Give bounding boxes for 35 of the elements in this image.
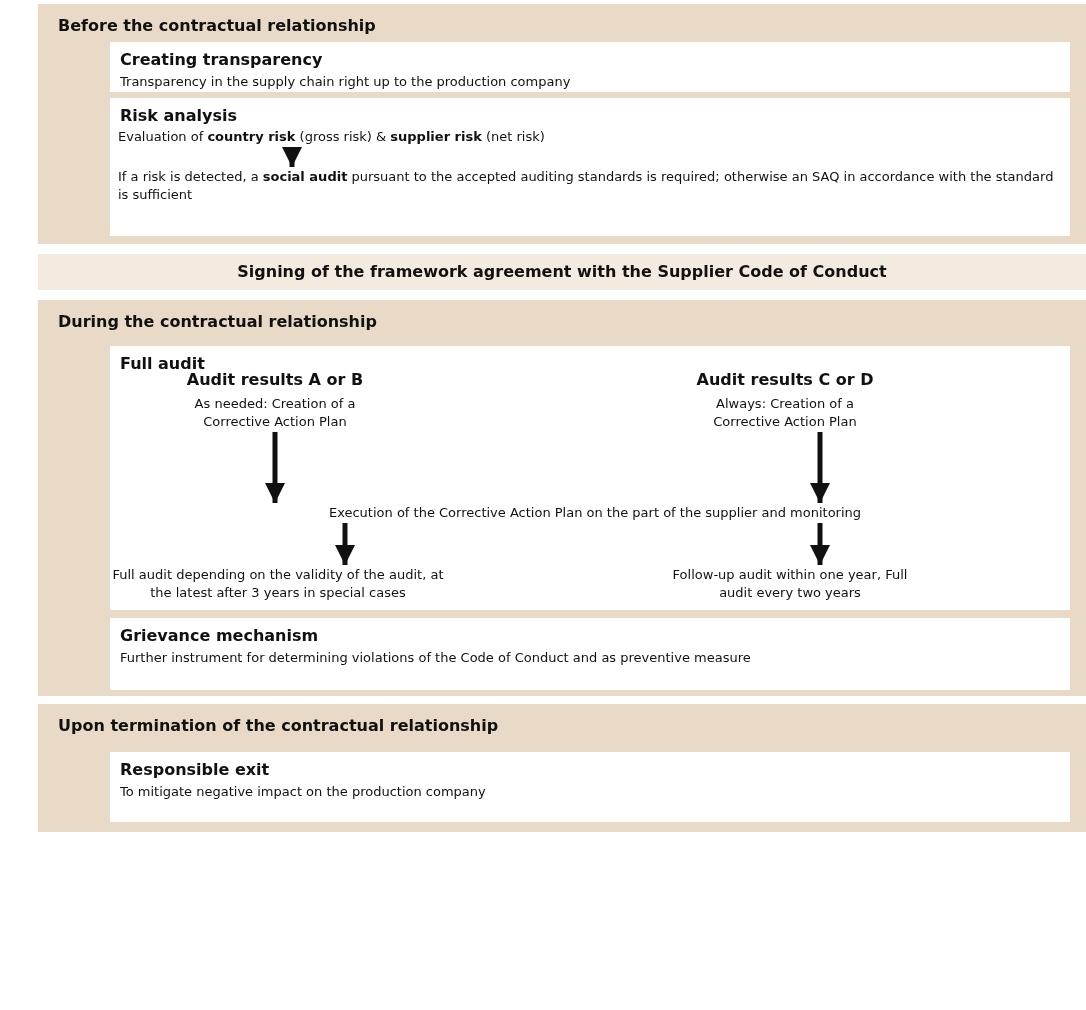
step-card bbox=[110, 752, 1070, 822]
step-heading: Creating transparency bbox=[120, 50, 324, 69]
arrow bbox=[265, 432, 285, 503]
arrow bbox=[335, 523, 355, 565]
arrow bbox=[810, 432, 830, 503]
section-heading: Before the contractual relationship bbox=[57, 15, 377, 35]
step-heading: Grievance mechanism bbox=[120, 626, 320, 645]
banner bbox=[38, 254, 1086, 290]
step-text: If a risk is detected, a social audit pursuant to the accepted auditing standards is required; otherwise an SAQ in accordance with the standard is sufficient bbox=[118, 168, 1058, 204]
step-heading: Responsible exit bbox=[120, 760, 271, 779]
section-heading: During the contractual relationship bbox=[57, 311, 378, 331]
step-text: Execution of the Corrective Action Plan on the part of the supplier and monitoring bbox=[240, 504, 950, 522]
step-card bbox=[110, 98, 1070, 236]
step-text: Full audit depending on the validity of the audit, at the latest after 3 years in special cases bbox=[108, 566, 448, 602]
step-text: Transparency in the supply chain right up to the production company bbox=[120, 73, 572, 91]
result-text: Always: Creation of a Corrective Action Plan bbox=[712, 395, 858, 431]
step-card bbox=[110, 346, 1070, 610]
section-panel bbox=[38, 704, 1086, 832]
step-card bbox=[110, 42, 1070, 92]
section-panel bbox=[38, 4, 1086, 244]
step-text: To mitigate negative impact on the production company bbox=[120, 783, 487, 801]
step-text: Follow-up audit within one year, Full audit every two years bbox=[660, 566, 920, 602]
step-text: Evaluation of country risk (gross risk) & supplier risk (net risk) bbox=[118, 128, 1018, 146]
step-text: Further instrument for determining violations of the Code of Conduct and as preventive measure bbox=[120, 649, 752, 667]
arrow bbox=[282, 147, 302, 167]
step-card bbox=[110, 618, 1070, 690]
arrow bbox=[810, 523, 830, 565]
result-text: As needed: Creation of a Corrective Action Plan bbox=[193, 395, 357, 431]
result-heading: Audit results C or D bbox=[695, 370, 875, 389]
step-heading: Risk analysis bbox=[120, 106, 238, 125]
result-heading: Audit results A or B bbox=[185, 370, 365, 389]
step-heading: Full audit bbox=[120, 354, 206, 373]
section-panel bbox=[38, 300, 1086, 696]
section-heading: Upon termination of the contractual relationship bbox=[57, 715, 500, 735]
section-heading: Signing of the framework agreement with the Supplier Code of Conduct bbox=[236, 261, 888, 281]
